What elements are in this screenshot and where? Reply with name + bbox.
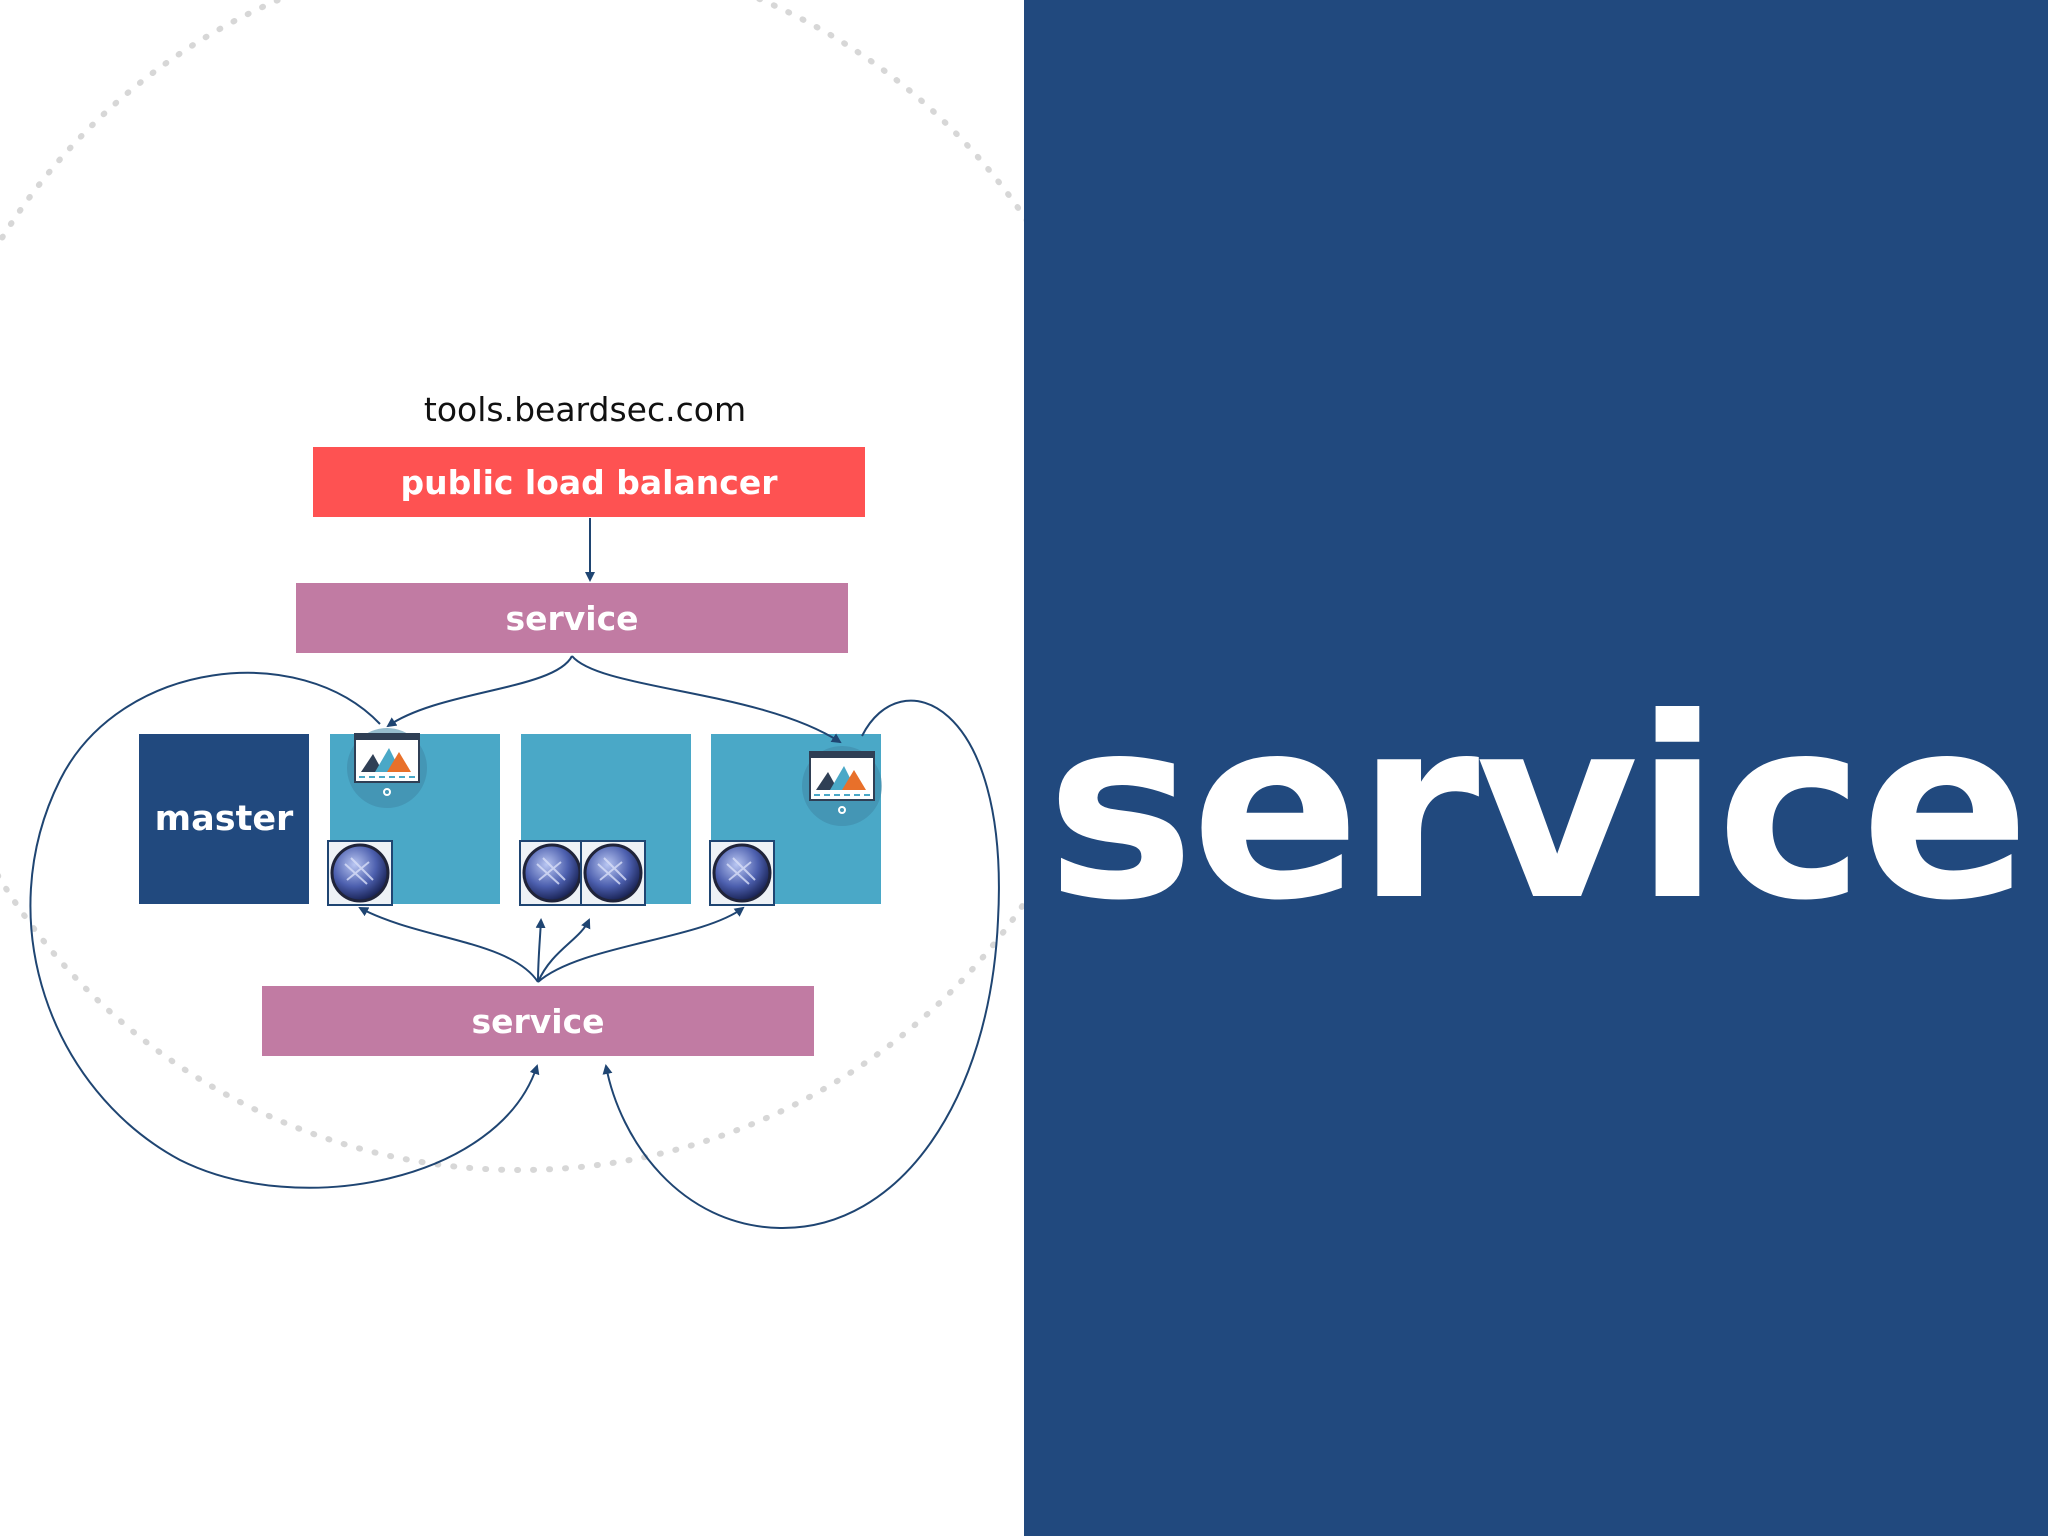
title-panel: service: [1024, 0, 2048, 1536]
service-bottom-label: service: [471, 1001, 605, 1041]
monitor-dashboard-icon: [802, 746, 882, 826]
service-top-label: service: [505, 598, 639, 638]
load-balancer-label: public load balancer: [400, 462, 778, 502]
owasp-pod-icon: [327, 840, 393, 906]
service-bottom: service: [262, 986, 814, 1056]
domain-label: tools.beardsec.com: [423, 390, 747, 429]
monitor-dashboard-icon: [347, 728, 427, 808]
owasp-pod-icon: [709, 840, 775, 906]
master-label: master: [154, 799, 294, 839]
public-load-balancer: public load balancer: [313, 447, 865, 517]
service-top: service: [296, 583, 848, 653]
owasp-pod-icon: [580, 840, 646, 906]
owasp-pod-icon: [519, 840, 585, 906]
slide-title: service: [1045, 664, 2030, 955]
master-node: master: [139, 734, 309, 904]
